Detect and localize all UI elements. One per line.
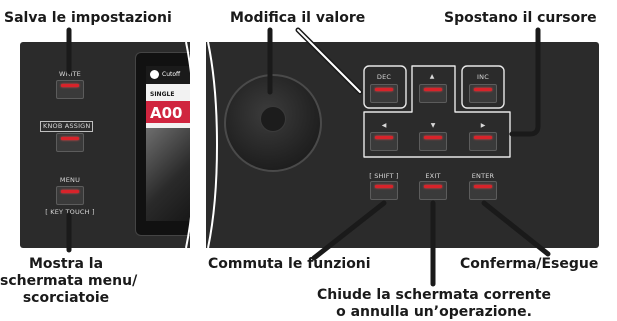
knob-assign-label: KNOB ASSIGN bbox=[40, 121, 94, 132]
menu-shortcut-callout: Mostra la schermata menu/ scorciatoie bbox=[0, 256, 138, 307]
menu-callout-line2: schermata menu/ bbox=[0, 273, 138, 289]
menu-label: MENU bbox=[59, 176, 81, 184]
menu-callout-line3: scorciatoie bbox=[22, 290, 110, 306]
shift-label: [ SHIFT ] bbox=[369, 172, 399, 180]
left-arrow-icon: ◀ bbox=[381, 122, 387, 129]
display-screen: Cutoff SINGLE A00 bbox=[146, 66, 198, 221]
menu-button[interactable] bbox=[56, 186, 84, 205]
down-arrow-icon: ▼ bbox=[430, 122, 436, 129]
close-callout-line2: o annulla un’operazione. bbox=[336, 304, 532, 320]
toggle-functions-callout: Commuta le funzioni bbox=[208, 256, 371, 272]
close-cancel-callout: Chiude la schermata corrente o annulla u… bbox=[300, 287, 568, 321]
save-settings-callout: Salva le impostazioni bbox=[4, 10, 172, 26]
dec-button[interactable] bbox=[370, 84, 398, 103]
down-button[interactable] bbox=[419, 132, 447, 151]
display-tone-bar bbox=[146, 101, 198, 123]
write-button[interactable] bbox=[56, 80, 84, 99]
display-topbar bbox=[146, 66, 198, 84]
right-button[interactable] bbox=[469, 132, 497, 151]
display-tone-number: A00 bbox=[150, 104, 183, 122]
display-tone-image bbox=[146, 128, 198, 221]
inc-button[interactable] bbox=[469, 84, 497, 103]
inc-label: INC bbox=[477, 73, 489, 81]
edit-value-callout: Modifica il valore bbox=[230, 10, 366, 26]
enter-label: ENTER bbox=[471, 172, 495, 180]
shift-button[interactable] bbox=[370, 181, 398, 200]
knob-assign-button[interactable] bbox=[56, 133, 84, 152]
dec-label: DEC bbox=[376, 73, 392, 81]
menu-callout-line1: Mostra la bbox=[28, 256, 104, 272]
knob-indicator-icon bbox=[150, 70, 159, 79]
confirm-execute-callout: Conferma/Esegue bbox=[460, 256, 599, 272]
exit-button[interactable] bbox=[419, 181, 447, 200]
close-callout-line1: Chiude la schermata corrente bbox=[317, 287, 551, 303]
left-button[interactable] bbox=[370, 132, 398, 151]
value-dial-cap bbox=[260, 106, 286, 132]
enter-button[interactable] bbox=[469, 181, 497, 200]
up-arrow-icon: ▲ bbox=[429, 73, 435, 80]
up-button[interactable] bbox=[419, 84, 447, 103]
move-cursor-callout: Spostano il cursore bbox=[444, 10, 597, 26]
display-topbar-text: Cutoff bbox=[162, 71, 181, 78]
display-mode-text: SINGLE bbox=[150, 91, 175, 98]
exit-label: EXIT bbox=[425, 172, 441, 180]
right-arrow-icon: ▶ bbox=[480, 122, 486, 129]
key-touch-label: [ KEY TOUCH ] bbox=[45, 208, 95, 216]
